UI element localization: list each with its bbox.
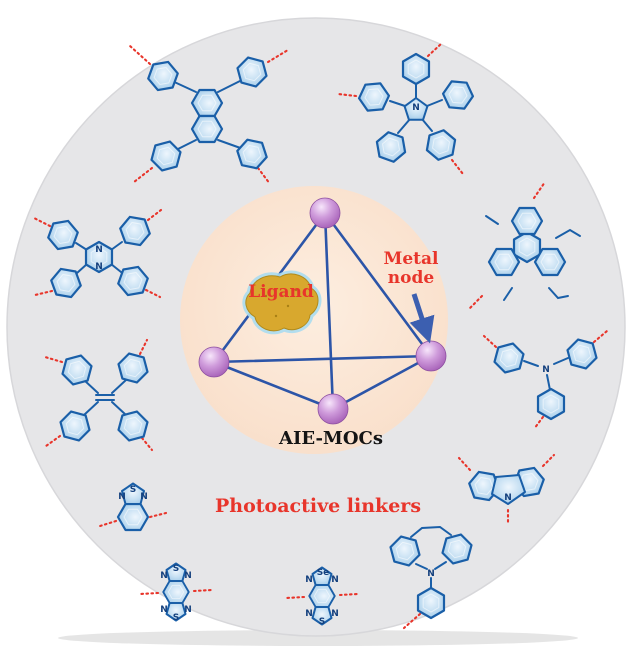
bonds xyxy=(523,357,569,391)
linker-dots xyxy=(98,511,168,528)
bonds xyxy=(389,83,443,134)
metal-node-sphere xyxy=(317,393,349,425)
benzene-ring xyxy=(510,206,544,236)
molecule-dibenzazepine: N xyxy=(387,525,475,630)
sulfur-label: S xyxy=(173,564,179,574)
nitrogen-label: N xyxy=(542,365,550,375)
metal-node-sphere xyxy=(198,346,230,378)
nitrogen-label: N xyxy=(504,493,512,503)
linker-dots xyxy=(482,329,609,431)
benzene-ring xyxy=(190,114,224,144)
linker-dots xyxy=(32,208,163,299)
nitrogen-label: N xyxy=(95,262,103,272)
linker-dots xyxy=(336,42,465,176)
selenadiazole-ring xyxy=(311,566,333,586)
thiadiazole-ring xyxy=(165,562,187,582)
nitrogen-label: N xyxy=(331,609,339,619)
pyrrole-ring xyxy=(491,474,526,505)
nitrogen-label: N xyxy=(305,575,313,585)
benzene-ring xyxy=(416,586,446,620)
linker-dots xyxy=(284,592,360,600)
benzene-ring xyxy=(162,580,190,604)
thiadiazole-ring xyxy=(311,606,333,626)
selenium-label: Se xyxy=(317,568,330,578)
molecule-tetraphenyl-anthracene xyxy=(128,44,290,186)
drop-shadow xyxy=(58,630,578,646)
linker-dots xyxy=(457,453,556,526)
inner-circle xyxy=(180,186,448,454)
benzene-ring xyxy=(401,52,431,86)
metal-node-sphere xyxy=(415,340,447,372)
bonds xyxy=(485,215,581,301)
thiadiazole-ring xyxy=(165,602,187,622)
nitrogen-label: N xyxy=(160,571,168,581)
linker-dots xyxy=(402,612,422,630)
benzene-ring xyxy=(512,230,542,264)
thiadiazole-ring xyxy=(121,482,145,505)
metal-node-label-line2: node xyxy=(388,268,435,288)
linker-dots xyxy=(138,588,214,596)
nitrogen-label: N xyxy=(184,605,192,615)
nitrogen-label: N xyxy=(118,492,126,502)
linker-dots xyxy=(468,180,547,310)
linker-dots xyxy=(43,338,154,452)
metal-node-arrow xyxy=(409,293,435,344)
metal-node-sphere xyxy=(309,197,341,229)
sulfur-label: S xyxy=(319,617,325,627)
nitrogen-label: N xyxy=(412,103,420,113)
benzene-ring xyxy=(308,584,336,608)
nitrogen-label: N xyxy=(140,492,148,502)
molecule-benzothiadiazole: N S N xyxy=(98,482,168,532)
sulfur-label: S xyxy=(130,485,136,495)
photoactive-linkers-caption: Photoactive linkers xyxy=(215,495,421,517)
molecule-benzobisthiadiazole: N S N N S N xyxy=(138,562,214,623)
molecule-triphenylamine: N xyxy=(482,329,609,431)
sulfur-label: S xyxy=(173,613,179,623)
bonds xyxy=(83,379,127,416)
ligand-label: Ligand xyxy=(248,282,314,302)
molecule-benzoselenadiazole: N Se N N S N xyxy=(284,566,360,627)
nitrogen-label: N xyxy=(95,245,103,255)
linker-dots xyxy=(128,44,290,186)
ligand-blob xyxy=(242,270,322,335)
benzene-ring xyxy=(116,502,150,532)
nitrogen-label: N xyxy=(160,605,168,615)
pyrrole-ring xyxy=(403,97,429,121)
nitrogen-label: N xyxy=(331,575,339,585)
molecule-carbazole: N xyxy=(457,453,556,526)
nitrogen-label: N xyxy=(427,569,435,579)
benzene-ring xyxy=(190,88,224,118)
nitrogen-label: N xyxy=(184,571,192,581)
metal-node-label-line1: Metal xyxy=(384,249,440,269)
nitrogen-label: N xyxy=(305,609,313,619)
molecule-tetraphenylpyrazine: N N xyxy=(32,208,163,303)
molecule-truxene xyxy=(468,180,581,310)
molecule-tetraphenylethylene xyxy=(43,338,154,452)
molecule-pentaphenylpyrrole: N xyxy=(336,42,478,176)
benzene-ring xyxy=(536,387,566,421)
cage-caption: AIE-MOCs xyxy=(278,428,383,449)
